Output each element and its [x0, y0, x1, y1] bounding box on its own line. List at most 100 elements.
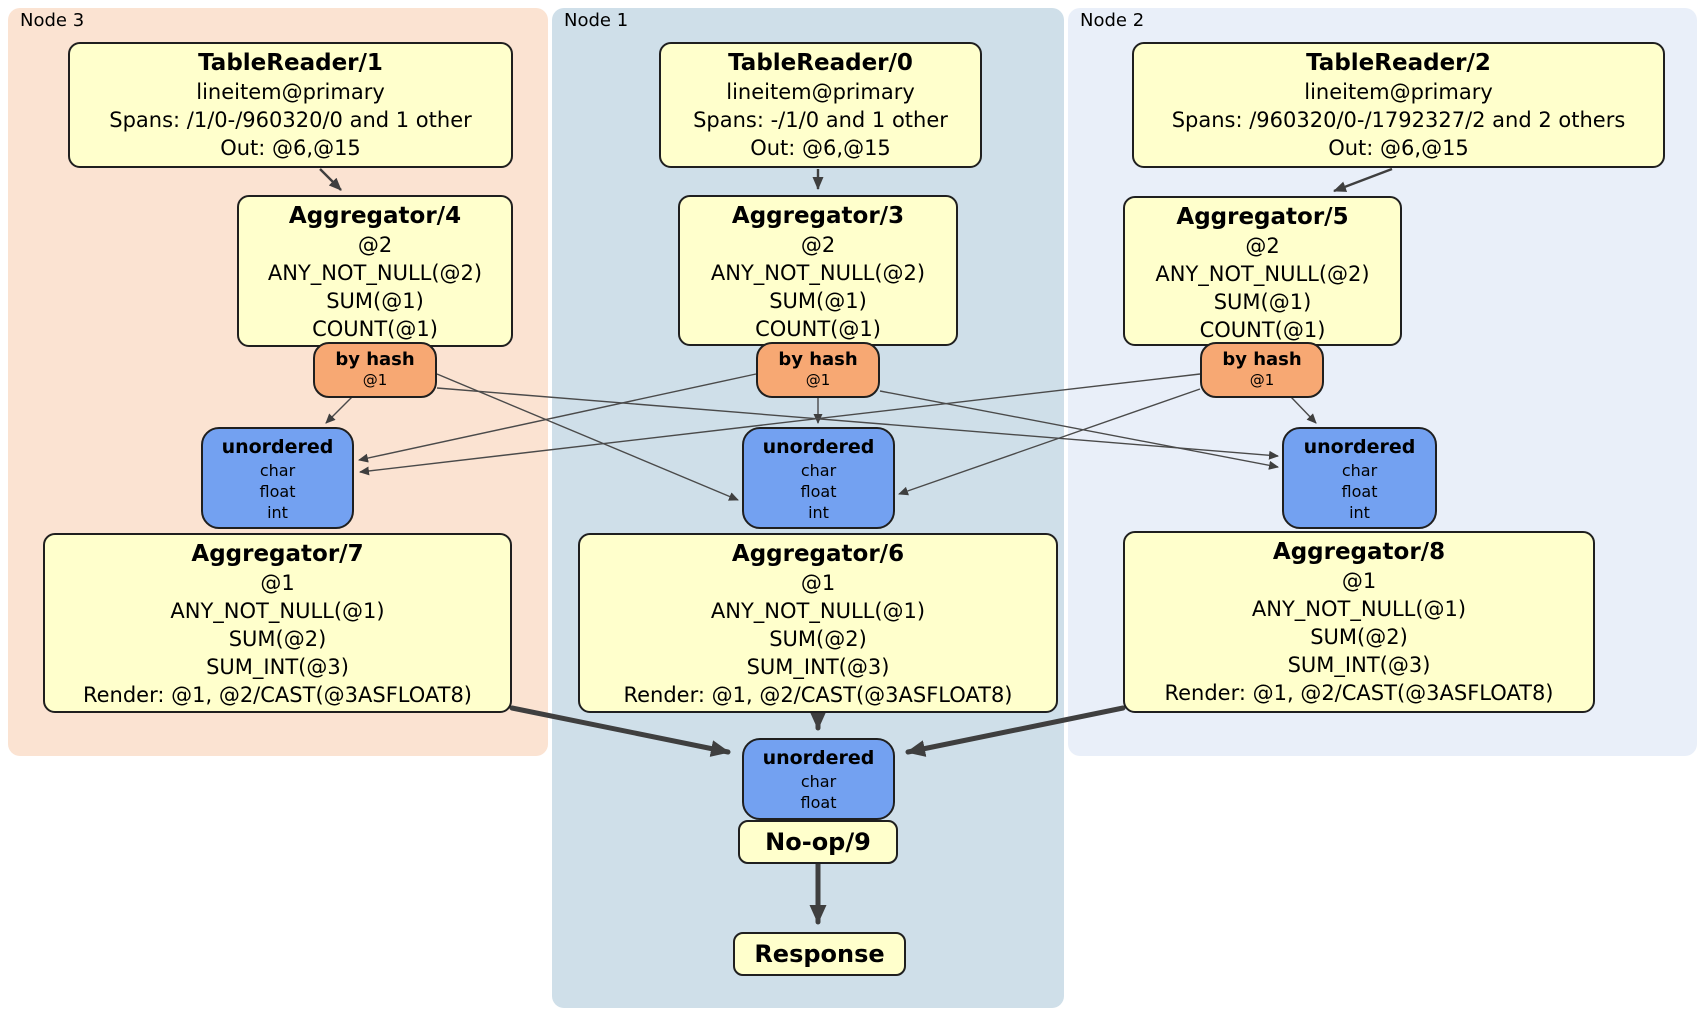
- edge-agg7-outsync: [509, 705, 731, 757]
- box-line: Out: @6,@15: [750, 136, 891, 160]
- edge-bh4-u1: [436, 373, 739, 501]
- response-node: Response: [733, 932, 906, 976]
- aggregator-4-node: Aggregator/4 @2 ANY_NOT_NULL(@2) SUM(@1)…: [237, 195, 513, 347]
- box-line: COUNT(@1): [755, 317, 881, 341]
- edge-tr1-agg4: [319, 168, 342, 191]
- box-title: TableReader/2: [1306, 50, 1491, 76]
- box-title: TableReader/0: [728, 50, 913, 76]
- box-title: Aggregator/5: [1176, 204, 1349, 230]
- box-line: @1: [800, 571, 836, 595]
- box-line: SUM_INT(@3): [746, 655, 890, 679]
- box-line: @2: [800, 233, 836, 257]
- sync-column: float: [1341, 482, 1378, 501]
- box-line: lineitem@primary: [196, 80, 385, 104]
- box-line: Render: @1, @2/CAST(@3ASFLOAT8): [82, 683, 473, 707]
- sync-column: int: [808, 503, 829, 522]
- sync-title: unordered: [762, 436, 875, 458]
- edge-agg8-outsync: [905, 705, 1126, 757]
- aggregator-7-node: Aggregator/7 @1 ANY_NOT_NULL(@1) SUM(@2)…: [43, 533, 512, 713]
- sync-title: unordered: [221, 436, 334, 458]
- box-title: TableReader/1: [198, 50, 383, 76]
- box-line: SUM_INT(@3): [206, 655, 349, 679]
- router-detail: @1: [805, 371, 831, 389]
- box-line: Render: @1, @2/CAST(@3ASFLOAT8): [1164, 681, 1554, 705]
- box-line: ANY_NOT_NULL(@2): [1155, 262, 1370, 286]
- sync-title: unordered: [762, 747, 875, 769]
- box-line: SUM(@2): [1310, 625, 1408, 649]
- box-line: SUM_INT(@3): [1287, 653, 1431, 677]
- sync-column: char: [800, 772, 837, 791]
- hash-router-4: by hash @1: [313, 342, 437, 398]
- hash-router-3: by hash @1: [756, 342, 880, 398]
- sync-column: float: [800, 482, 837, 501]
- node2-label: Node 2: [1080, 10, 1145, 31]
- box-line: Spans: /960320/0-/1792327/2 and 2 others: [1171, 108, 1626, 132]
- unordered-sync-output: unordered char float: [742, 738, 895, 820]
- box-line: @1: [260, 571, 295, 595]
- box-line: SUM(@2): [228, 627, 327, 651]
- tablereader-2-node: TableReader/2 lineitem@primary Spans: /9…: [1132, 42, 1665, 168]
- box-line: @2: [1245, 234, 1280, 258]
- aggregator-5-node: Aggregator/5 @2 ANY_NOT_NULL(@2) SUM(@1)…: [1123, 196, 1402, 346]
- box-title: Response: [754, 940, 885, 968]
- box-line: SUM(@1): [1213, 290, 1312, 314]
- box-line: Spans: -/1/0 and 1 other: [693, 108, 948, 132]
- node3-label: Node 3: [20, 10, 85, 31]
- noop-node: No-op/9: [738, 820, 898, 864]
- sync-column: char: [1341, 461, 1378, 480]
- box-line: ANY_NOT_NULL(@2): [267, 261, 483, 285]
- edge-tr2-agg5: [1333, 167, 1393, 193]
- edge-bh5-u1: [898, 388, 1201, 496]
- unordered-sync-node1: unordered char float int: [742, 427, 895, 529]
- box-title: No-op/9: [765, 828, 871, 856]
- sync-column: char: [259, 461, 296, 480]
- box-line: COUNT(@1): [312, 317, 438, 341]
- box-title: Aggregator/3: [731, 203, 905, 229]
- node1-label: Node 1: [564, 10, 629, 31]
- box-title: Aggregator/6: [731, 541, 905, 567]
- box-title: Aggregator/4: [288, 203, 462, 229]
- box-line: ANY_NOT_NULL(@2): [710, 261, 926, 285]
- router-title: by hash: [335, 349, 415, 370]
- box-line: @1: [1341, 569, 1377, 593]
- aggregator-6-node: Aggregator/6 @1 ANY_NOT_NULL(@1) SUM(@2)…: [578, 533, 1058, 713]
- box-line: SUM(@1): [326, 289, 424, 313]
- box-line: Out: @6,@15: [1328, 136, 1469, 160]
- hash-router-5: by hash @1: [1200, 342, 1324, 398]
- router-title: by hash: [778, 349, 858, 370]
- edge-bh5-u2: [1290, 396, 1317, 424]
- unordered-sync-node3: unordered char float int: [201, 427, 354, 529]
- router-detail: @1: [1249, 371, 1275, 389]
- tablereader-1-node: TableReader/1 lineitem@primary Spans: /1…: [68, 42, 513, 168]
- box-title: Aggregator/7: [191, 541, 364, 567]
- box-line: Render: @1, @2/CAST(@3ASFLOAT8): [623, 683, 1013, 707]
- box-line: ANY_NOT_NULL(@1): [170, 599, 385, 623]
- router-detail: @1: [362, 371, 388, 389]
- sync-column: int: [1349, 503, 1370, 522]
- sync-column: float: [800, 793, 837, 812]
- box-line: Out: @6,@15: [220, 136, 361, 160]
- sync-column: float: [259, 482, 296, 501]
- box-line: lineitem@primary: [1304, 80, 1493, 104]
- box-title: Aggregator/8: [1272, 539, 1446, 565]
- box-line: SUM(@1): [769, 289, 867, 313]
- edge-bh3-u3: [358, 373, 757, 463]
- aggregator-8-node: Aggregator/8 @1 ANY_NOT_NULL(@1) SUM(@2)…: [1123, 531, 1595, 713]
- box-line: COUNT(@1): [1199, 318, 1326, 342]
- box-line: SUM(@2): [769, 627, 867, 651]
- box-line: ANY_NOT_NULL(@1): [1251, 597, 1467, 621]
- unordered-sync-node2: unordered char float int: [1282, 427, 1437, 529]
- tablereader-0-node: TableReader/0 lineitem@primary Spans: -/…: [659, 42, 982, 168]
- sync-title: unordered: [1303, 436, 1416, 458]
- box-line: lineitem@primary: [726, 80, 915, 104]
- sync-column: char: [800, 461, 837, 480]
- edge-bh5-u3: [359, 373, 1201, 476]
- router-title: by hash: [1222, 349, 1302, 370]
- sync-column: int: [267, 503, 288, 522]
- box-line: @2: [357, 233, 393, 257]
- edge-bh4-u2: [436, 387, 1279, 460]
- aggregator-3-node: Aggregator/3 @2 ANY_NOT_NULL(@2) SUM(@1)…: [678, 195, 958, 346]
- box-line: Spans: /1/0-/960320/0 and 1 other: [109, 108, 472, 132]
